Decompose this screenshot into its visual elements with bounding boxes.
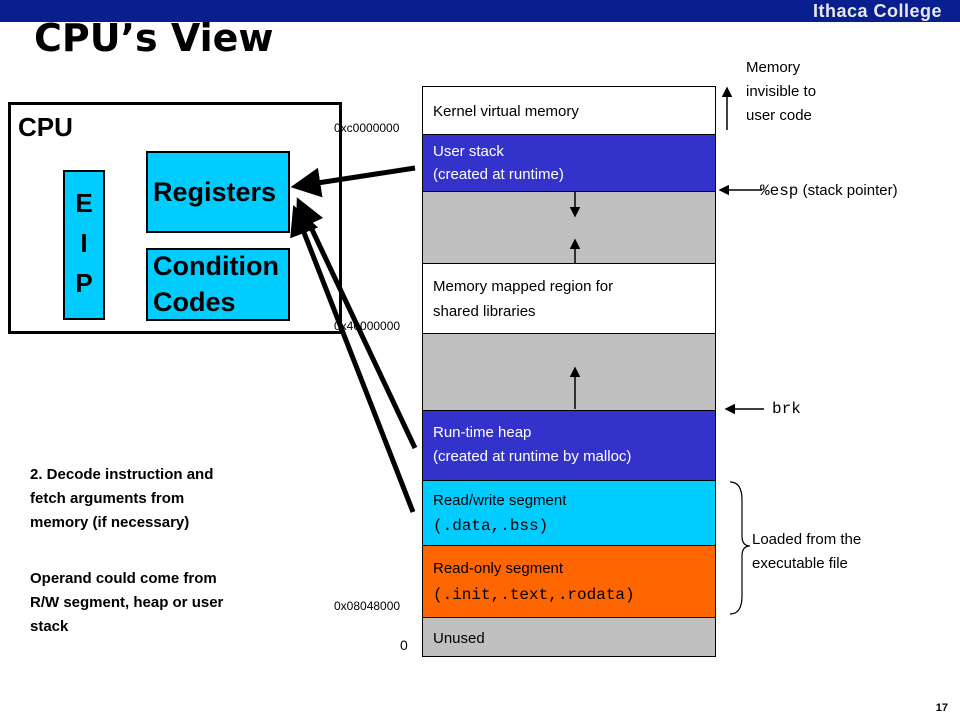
condition-codes-line-1: Condition	[153, 251, 279, 281]
heap-to-registers-arrow	[296, 197, 418, 450]
segment-ro-line-2: (.init,.text,.rodata)	[433, 586, 635, 604]
segment-mmap-line-1: Memory mapped region for	[433, 278, 614, 295]
segment-ro-line-1: Read-only segment	[433, 560, 564, 577]
address-zero: 0	[400, 637, 408, 653]
slide-title: CPU’s View	[34, 16, 274, 60]
rw-to-registers-arrow	[290, 205, 416, 513]
condition-codes-label: Condition Codes	[153, 248, 279, 320]
segment-kernel: Kernel virtual memory	[422, 86, 716, 135]
esp-register-name: %esp	[760, 182, 799, 200]
segment-rw-line-1: Read/write segment	[433, 492, 567, 509]
invisible-memory-note: Memory invisible to user code	[746, 56, 816, 128]
decode-step-line-1: 2. Decode instruction and	[30, 466, 214, 483]
condition-codes-box	[146, 248, 290, 321]
segment-memory-mapped: Memory mapped region for shared librarie…	[422, 263, 716, 334]
page-number: 17	[935, 702, 948, 714]
segment-unused: Unused	[422, 617, 716, 657]
segment-kernel-label: Kernel virtual memory	[433, 103, 579, 120]
segment-user-stack-line-2: (created at runtime)	[433, 166, 564, 183]
esp-annotation: %esp (stack pointer)	[760, 182, 898, 200]
brand-logo-text: Ithaca College	[812, 1, 942, 21]
segment-heap-line-1: Run-time heap	[433, 424, 532, 441]
eip-register-box: E I P	[63, 170, 105, 320]
segment-unused-label: Unused	[433, 630, 485, 647]
stack-to-registers-arrow	[290, 165, 416, 198]
operand-line-1: Operand could come from	[30, 570, 217, 587]
operand-source-text: Operand could come from R/W segment, hea…	[30, 567, 223, 639]
segment-user-stack-line-1: User stack	[433, 143, 504, 160]
registers-label: Registers	[153, 177, 277, 207]
condition-codes-line-2: Codes	[153, 287, 236, 317]
cpu-box	[8, 102, 342, 334]
segment-user-stack: User stack (created at runtime)	[422, 134, 716, 192]
segment-read-only: Read-only segment (.init,.text,.rodata)	[422, 545, 716, 618]
segment-mmap-line-2: shared libraries	[433, 303, 536, 320]
cpu-label: CPU	[18, 112, 73, 142]
address-kernel-boundary: 0xc0000000	[334, 121, 400, 135]
loaded-segments-brace	[729, 481, 751, 615]
decode-step-line-3: memory (if necessary)	[30, 514, 190, 531]
address-mmap-boundary: 0x40000000	[334, 319, 401, 333]
loaded-note-line-2: executable file	[752, 555, 848, 572]
segment-rw-line-2: (.data,.bss)	[433, 517, 549, 535]
invisible-note-line-2: invisible to	[746, 83, 817, 100]
eip-letter-p: P	[75, 268, 93, 298]
segment-read-write: Read/write segment (.data,.bss)	[422, 480, 716, 546]
segment-runtime-heap: Run-time heap (created at runtime by mal…	[422, 410, 716, 481]
segment-stack-free-space	[422, 191, 716, 264]
address-text-start: 0x08048000	[334, 599, 401, 613]
header-bar	[0, 0, 960, 22]
esp-description: (stack pointer)	[798, 182, 898, 199]
operand-line-2: R/W segment, heap or user	[30, 594, 224, 611]
segment-heap-line-2: (created at runtime by malloc)	[433, 448, 632, 465]
invisible-note-line-3: user code	[746, 107, 812, 124]
decode-step-line-2: fetch arguments from	[30, 490, 185, 507]
invisible-note-line-1: Memory	[746, 59, 801, 76]
operand-line-3: stack	[30, 618, 69, 635]
loaded-note-line-1: Loaded from the	[752, 531, 862, 548]
eip-letter-e: E	[75, 188, 93, 218]
decode-step-text: 2. Decode instruction and fetch argument…	[30, 463, 213, 535]
brk-annotation: brk	[772, 400, 801, 418]
registers-box	[146, 151, 290, 233]
eip-letter-i: I	[80, 228, 88, 258]
loaded-from-executable-note: Loaded from the executable file	[752, 528, 861, 576]
